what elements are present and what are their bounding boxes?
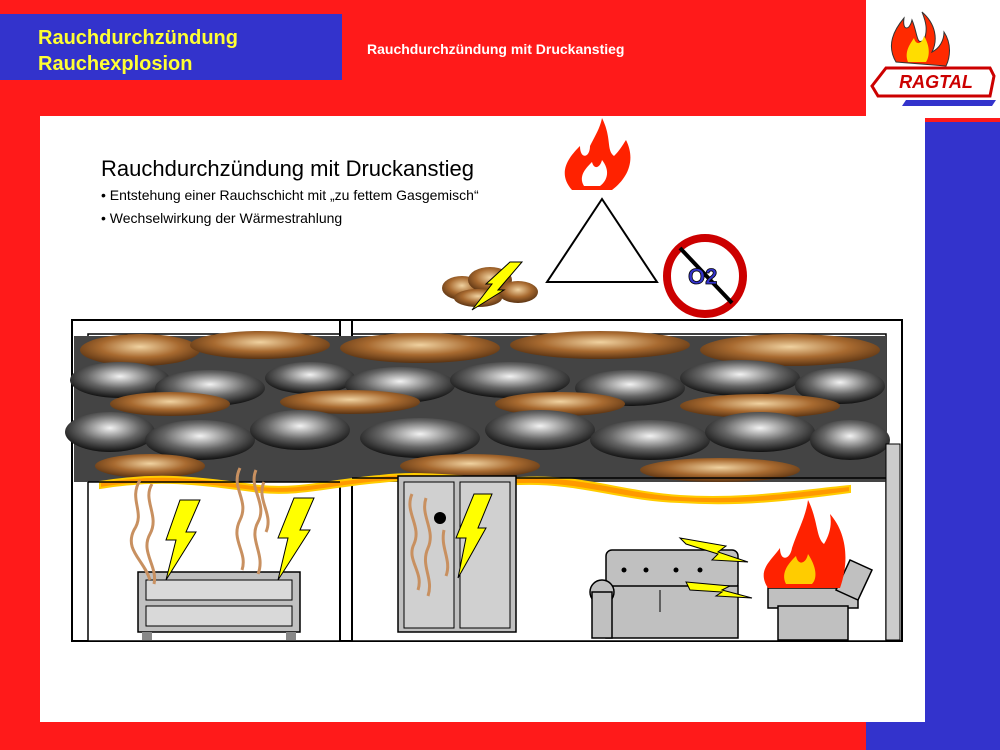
title-line-2: Rauchexplosion (38, 53, 193, 75)
fire-icon (763, 500, 846, 588)
logo-text: RAGTAL (899, 72, 973, 92)
ragtal-logo: RAGTAL (866, 0, 1000, 118)
lightning-left-2 (277, 497, 315, 581)
armchair-furniture (767, 559, 873, 641)
sofa-furniture (589, 549, 739, 639)
window-frame (885, 443, 901, 641)
smoke-layer (65, 331, 890, 482)
flame-logo-icon (870, 11, 996, 106)
table-furniture (137, 571, 301, 640)
right-blue-bar (925, 122, 1000, 750)
flame-icon (564, 118, 631, 190)
o2-label: O2 (688, 264, 717, 289)
header-subtitle: Rauchdurchzündung mit Druckanstieg (367, 41, 625, 57)
flame-band (99, 473, 851, 505)
bullet-2: • Wechselwirkung der Wärmestrahlung (101, 210, 343, 226)
lightning-sofa-1 (678, 537, 749, 563)
lightning-middle (455, 493, 493, 579)
cabinet-furniture (397, 475, 517, 633)
bottom-blue-bar (866, 722, 1000, 750)
no-oxygen-icon: O2 (663, 234, 747, 318)
fire-triangle-icon (545, 197, 659, 283)
lightning-sofa-2 (685, 581, 753, 599)
smoke-wisps-left (129, 467, 270, 585)
content-heading: Rauchdurchzündung mit Druckanstieg (101, 156, 474, 181)
lightning-icon (471, 261, 524, 311)
smoke-wisps-middle (408, 493, 450, 597)
bullet-1: • Entstehung einer Rauchschicht mit „zu … (101, 187, 479, 203)
title-box: Rauchdurchzündung Rauchexplosion (0, 14, 342, 80)
title-line-1: Rauchdurchzündung (38, 27, 238, 49)
lightning-left-1 (165, 499, 201, 581)
